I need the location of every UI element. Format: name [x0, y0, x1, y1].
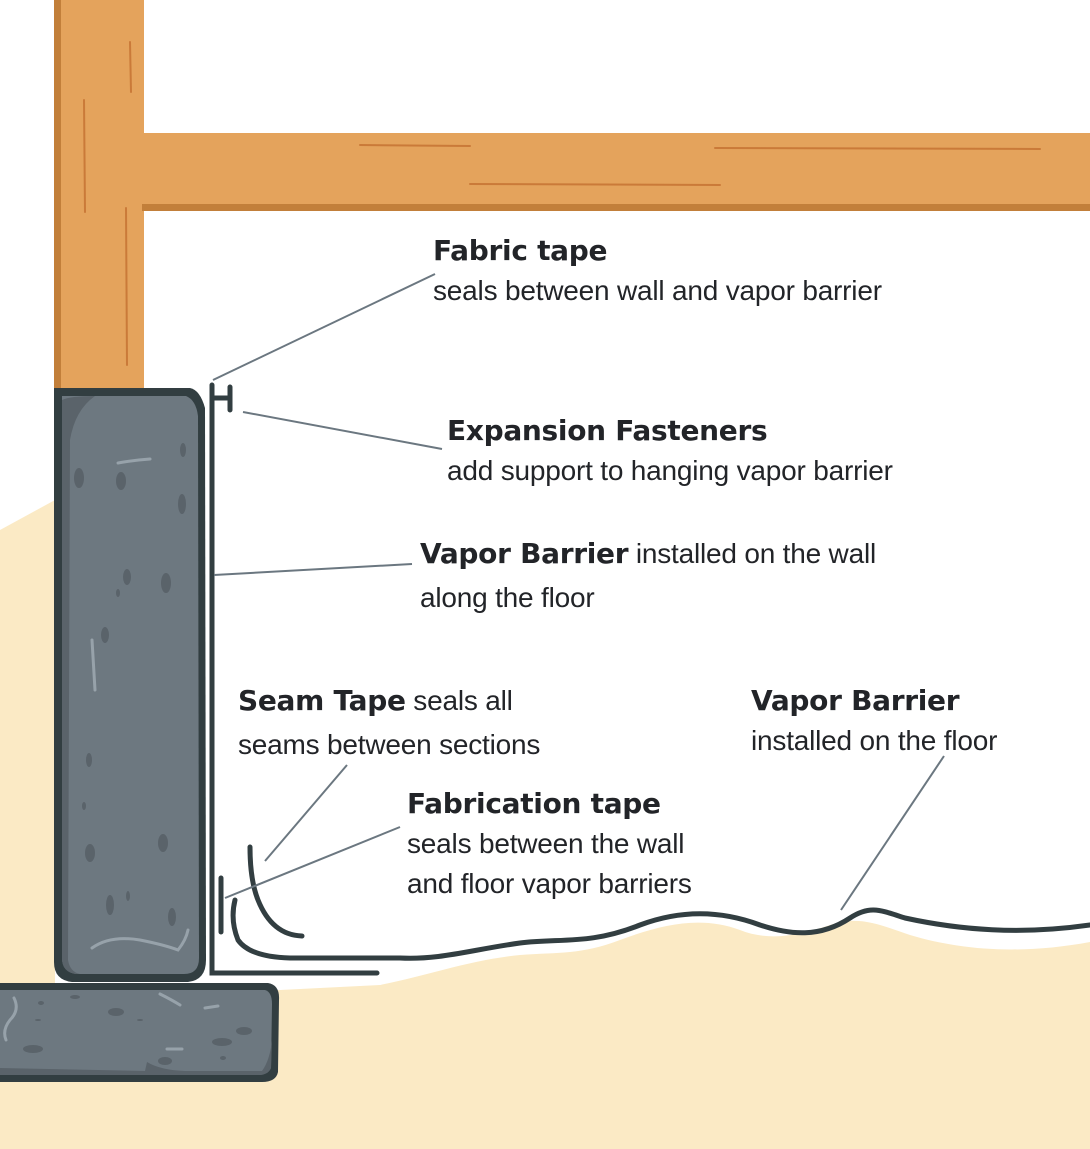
soil-floor	[0, 920, 1090, 1149]
label-description: seals between wall and vapor barrier	[433, 275, 882, 306]
leader-wall-vapor-barrier	[213, 563, 413, 576]
vapor-barrier-system	[209, 382, 1090, 976]
label-title: Vapor Barrier	[751, 684, 960, 717]
label-title: Fabrication tape	[407, 787, 661, 820]
label-fabric-tape: Fabric tape seals between wall and vapor…	[433, 231, 882, 311]
leader-lines	[212, 273, 945, 911]
expansion-fastener-icon	[209, 384, 233, 413]
label-title: Vapor Barrier	[420, 537, 629, 570]
label-expansion-fasteners: Expansion Fasteners add support to hangi…	[447, 411, 893, 491]
leader-floor-vapor-barrier	[840, 755, 945, 911]
leader-seam-tape	[264, 764, 348, 862]
label-title: Expansion Fasteners	[447, 414, 768, 447]
wall-vapor-barrier	[209, 382, 380, 976]
label-description: installed on the floor	[751, 725, 998, 756]
label-description: seals between the wall	[407, 828, 685, 859]
label-title: Fabric tape	[433, 234, 608, 267]
seam-tape	[247, 844, 305, 939]
footing-block	[0, 983, 280, 1082]
footing-face	[0, 990, 272, 1075]
wall-block-highlight	[116, 457, 152, 465]
wood-framing	[54, 0, 1090, 392]
label-description: and floor vapor barriers	[407, 868, 692, 899]
wall-block-highlight	[90, 928, 190, 952]
label-title: Seam Tape	[238, 684, 406, 717]
wood-grain	[469, 183, 721, 186]
leader-expansion-fasteners	[242, 411, 443, 450]
wood-beam	[142, 133, 1090, 211]
label-description: seams between sections	[238, 729, 541, 760]
label-floor-vapor-barrier: Vapor Barrier installed on the floor	[751, 681, 997, 761]
leader-fabrication-tape	[224, 826, 401, 899]
label-description: add support to hanging vapor barrier	[447, 455, 893, 486]
wall-block-face	[62, 396, 199, 974]
label-description: along the floor	[420, 582, 595, 613]
footing-shade	[0, 1040, 272, 1075]
foundation-wall-block	[54, 388, 206, 982]
footing-highlight	[3, 996, 18, 1042]
leader-fabric-tape	[212, 273, 436, 381]
footing-highlight	[203, 1004, 220, 1010]
label-description: installed on the wall	[628, 538, 876, 569]
wood-grain	[714, 147, 1041, 150]
label-wall-vapor-barrier: Vapor Barrier installed on the wall alon…	[420, 534, 876, 618]
wood-grain	[129, 41, 132, 93]
floor-vapor-barrier	[230, 897, 1090, 961]
wood-post-shadow	[54, 0, 61, 392]
label-description: seals all	[405, 685, 513, 716]
footing-pits	[23, 995, 252, 1065]
wood-grain	[359, 144, 471, 147]
footing-highlight	[158, 992, 182, 1007]
wood-beam-shadow	[142, 204, 1090, 211]
wall-block-shade	[62, 396, 95, 974]
wood-grain	[125, 207, 128, 366]
label-fabrication-tape: Fabrication tape seals between the wall …	[407, 784, 692, 904]
wood-post	[54, 0, 144, 392]
label-seam-tape: Seam Tape seals all seams between sectio…	[238, 681, 540, 765]
wall-block-pits	[74, 443, 186, 926]
wood-grain	[83, 99, 86, 213]
wall-block-highlight	[90, 638, 97, 692]
